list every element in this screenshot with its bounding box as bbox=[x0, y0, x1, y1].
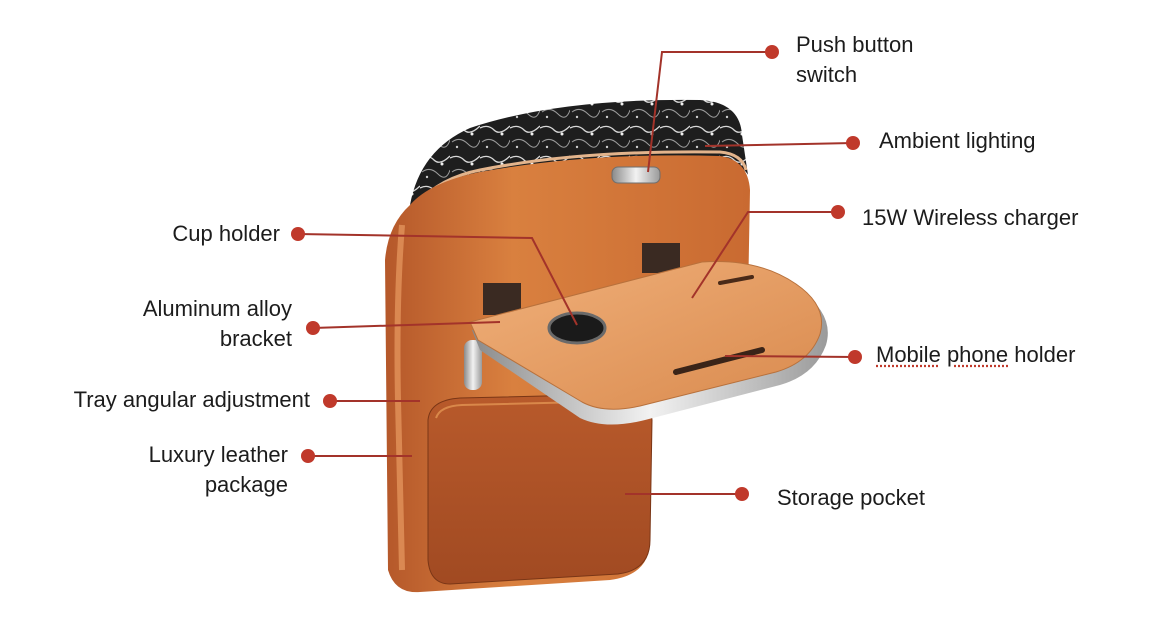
push-button[interactable] bbox=[611, 166, 661, 184]
leader-dot-wireless-charger bbox=[831, 205, 845, 219]
bracket-left bbox=[483, 283, 521, 315]
leader-line-cup-holder bbox=[297, 233, 578, 326]
storage-pocket-shape bbox=[427, 393, 653, 585]
phone-slot bbox=[673, 347, 765, 375]
label-ambient-lighting: Ambient lighting bbox=[879, 128, 1036, 153]
cup-holder-hole bbox=[547, 311, 607, 345]
label-cup-holder: Cup holder bbox=[172, 221, 280, 246]
leader-dot-tray-adjustment bbox=[323, 394, 337, 408]
leader-dot-aluminum-bracket bbox=[306, 321, 320, 335]
label-aluminum-bracket-line1: Aluminum alloy bbox=[142, 296, 292, 321]
tray-group bbox=[469, 261, 828, 425]
leader-dot-storage-pocket bbox=[735, 487, 749, 501]
leader-dot-push-button-switch bbox=[765, 45, 779, 59]
label-mobile-phone-word1: Mobile bbox=[876, 342, 941, 367]
label-mobile-phone-holder: Mobile phone holder bbox=[876, 340, 1075, 370]
ambient-light-strip bbox=[416, 150, 748, 204]
bracket-group bbox=[464, 243, 680, 390]
label-aluminum-bracket-line2: bracket bbox=[219, 326, 292, 351]
label-aluminum-bracket: Aluminum alloy bracket bbox=[143, 294, 292, 354]
leader-line-ambient-lighting bbox=[704, 142, 854, 147]
leader-line-aluminum-bracket bbox=[312, 321, 501, 329]
label-leather-package-line1: Luxury leather bbox=[148, 442, 288, 467]
bracket-right bbox=[642, 243, 680, 273]
charger-pad-edge bbox=[718, 275, 754, 285]
leader-dot-cup-holder bbox=[291, 227, 305, 241]
pocket-seam bbox=[435, 400, 627, 419]
leader-dot-ambient-lighting bbox=[846, 136, 860, 150]
leader-line-push-button-switch bbox=[647, 51, 772, 173]
leader-line-wireless-charger bbox=[691, 211, 838, 299]
label-mobile-phone-word3: holder bbox=[1014, 342, 1076, 367]
marble-top-trim bbox=[410, 99, 748, 205]
label-push-button-switch: Push button switch bbox=[796, 30, 913, 90]
label-storage-pocket: Storage pocket bbox=[777, 485, 925, 510]
label-tray-adjustment: Tray angular adjustment bbox=[73, 387, 310, 412]
label-wireless-charger: 15W Wireless charger bbox=[862, 205, 1079, 230]
label-leather-package: Luxury leather package bbox=[149, 440, 288, 500]
hinge bbox=[464, 340, 482, 390]
label-push-button-switch-line1: Push button bbox=[796, 32, 914, 57]
leader-line-mobile-phone-holder bbox=[724, 355, 856, 358]
tray-surface bbox=[469, 261, 822, 410]
leader-lines bbox=[291, 45, 862, 501]
label-mobile-phone-word2: phone bbox=[946, 342, 1009, 367]
label-leather-package-line2: package bbox=[204, 472, 288, 497]
label-push-button-switch-line2: switch bbox=[796, 62, 858, 87]
leader-dot-mobile-phone-holder bbox=[848, 350, 862, 364]
leader-dot-leather-package bbox=[301, 449, 315, 463]
